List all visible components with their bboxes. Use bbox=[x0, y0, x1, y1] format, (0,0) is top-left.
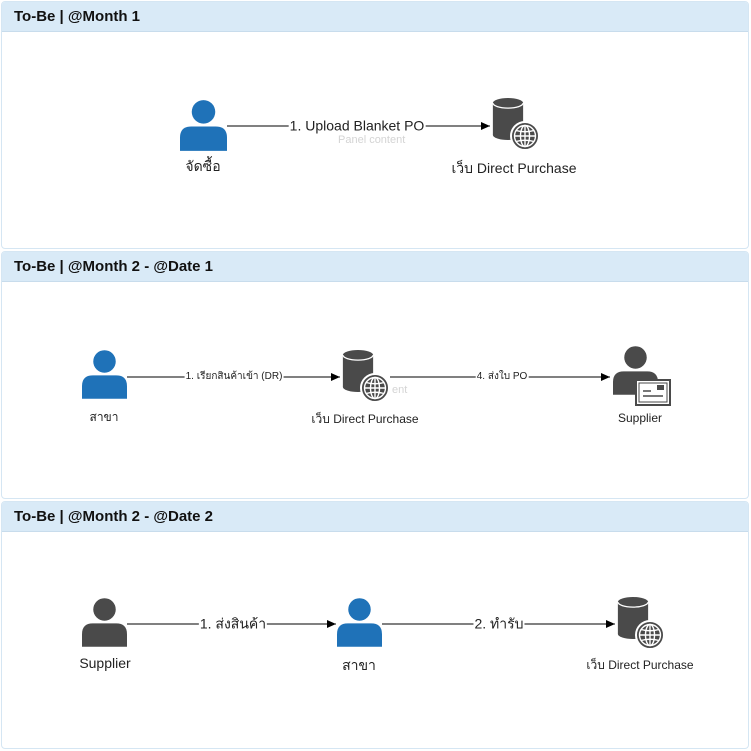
envelope-icon bbox=[635, 379, 671, 406]
node-label: สาขา bbox=[342, 657, 376, 673]
node-label: เว็บ Direct Purchase bbox=[586, 658, 694, 672]
panel-title: To-Be | @Month 1 bbox=[14, 8, 141, 25]
node-label: เว็บ Direct Purchase bbox=[451, 160, 577, 176]
panel-header: To-Be | @Month 2 - @Date 1 bbox=[2, 252, 748, 282]
node-label: สาขา bbox=[89, 410, 119, 424]
supplier-mail-icon bbox=[613, 346, 671, 406]
edge-label: 4. ส่งใบ PO bbox=[475, 371, 529, 383]
user-icon bbox=[337, 598, 382, 647]
panel-header: To-Be | @Month 2 - @Date 2 bbox=[2, 502, 748, 532]
node-label: Supplier bbox=[617, 411, 663, 425]
database-web-icon bbox=[492, 98, 540, 151]
panel-title: To-Be | @Month 2 - @Date 1 bbox=[14, 258, 214, 275]
panel-placeholder-text: Panel content bbox=[338, 134, 406, 146]
user-icon bbox=[82, 598, 127, 647]
panel-placeholder-text: ent bbox=[392, 384, 408, 396]
edge-label: 1. Upload Blanket PO bbox=[288, 117, 426, 135]
database-web-icon bbox=[617, 597, 665, 650]
panel-title: To-Be | @Month 2 - @Date 2 bbox=[14, 508, 214, 525]
database-web-icon bbox=[342, 350, 390, 403]
node-label: เว็บ Direct Purchase bbox=[311, 412, 419, 426]
panel-header: To-Be | @Month 1 bbox=[2, 2, 748, 32]
user-icon bbox=[180, 100, 227, 151]
node-label: จัดซื้อ bbox=[185, 158, 221, 174]
edge-label: 1. ส่งสินค้า bbox=[198, 615, 268, 633]
user-icon bbox=[82, 350, 127, 399]
edge-label: 1. เรียกสินค้าเข้า (DR) bbox=[184, 371, 284, 383]
edge-label: 2. ทำรับ bbox=[473, 615, 525, 633]
panel-month-1: To-Be | @Month 1 bbox=[1, 1, 749, 249]
node-label: Supplier bbox=[79, 655, 131, 671]
